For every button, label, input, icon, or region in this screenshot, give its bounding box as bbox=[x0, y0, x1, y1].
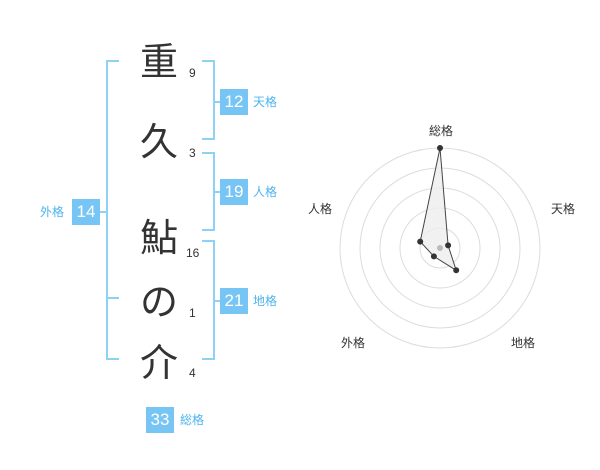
chikaku-value-badge: 21 bbox=[220, 288, 248, 314]
gaikaku-label: 外格 bbox=[40, 205, 65, 219]
radar-point-2 bbox=[445, 242, 452, 249]
jinkaku-tick bbox=[215, 191, 221, 193]
radar-point-1 bbox=[437, 145, 443, 151]
radar-axis-label-gaikaku: 外格 bbox=[341, 336, 366, 350]
jinkaku-label: 人格 bbox=[253, 185, 278, 199]
name-char-4: の bbox=[139, 280, 178, 324]
outer-bracket-divider bbox=[106, 297, 119, 299]
chikaku-bracket bbox=[202, 240, 215, 360]
jinkaku-value-badge: 19 bbox=[220, 179, 248, 205]
radar-center-dot bbox=[437, 245, 443, 251]
radar-axis-label-tenkaku: 天格 bbox=[551, 202, 576, 216]
stroke-count-5: 4 bbox=[189, 366, 196, 380]
radar-point-3 bbox=[453, 267, 460, 274]
radar-point-5 bbox=[417, 238, 424, 245]
radar-series-area bbox=[419, 147, 458, 272]
tenkaku-label: 天格 bbox=[253, 95, 278, 109]
radar-point-4 bbox=[430, 253, 437, 260]
chikaku-label: 地格 bbox=[253, 294, 278, 308]
tenkaku-tick bbox=[215, 101, 221, 103]
stroke-count-4: 1 bbox=[189, 306, 196, 320]
soukaku-value-badge: 33 bbox=[146, 407, 174, 433]
radar-axis-label-chikaku: 地格 bbox=[511, 336, 536, 350]
chikaku-tick bbox=[215, 300, 221, 302]
radar-axis-label-soukaku: 総格 bbox=[429, 124, 454, 138]
name-char-3: 鮎 bbox=[139, 216, 178, 260]
tenkaku-bracket bbox=[202, 60, 215, 140]
jinkaku-bracket bbox=[202, 152, 215, 231]
name-char-2: 久 bbox=[139, 120, 178, 164]
outer-bracket-tick bbox=[99, 211, 106, 213]
gaikaku-value-badge: 14 bbox=[72, 199, 100, 225]
tenkaku-value-badge: 12 bbox=[220, 89, 248, 115]
stroke-count-1: 9 bbox=[189, 66, 196, 80]
outer-bracket bbox=[106, 60, 119, 360]
radar-axis-label-jinkaku: 人格 bbox=[308, 202, 333, 216]
stroke-count-3: 16 bbox=[186, 246, 200, 260]
soukaku-label: 総格 bbox=[180, 413, 205, 427]
name-char-1: 重 bbox=[139, 40, 178, 84]
name-char-5: 介 bbox=[139, 341, 178, 385]
stroke-count-2: 3 bbox=[189, 146, 196, 160]
